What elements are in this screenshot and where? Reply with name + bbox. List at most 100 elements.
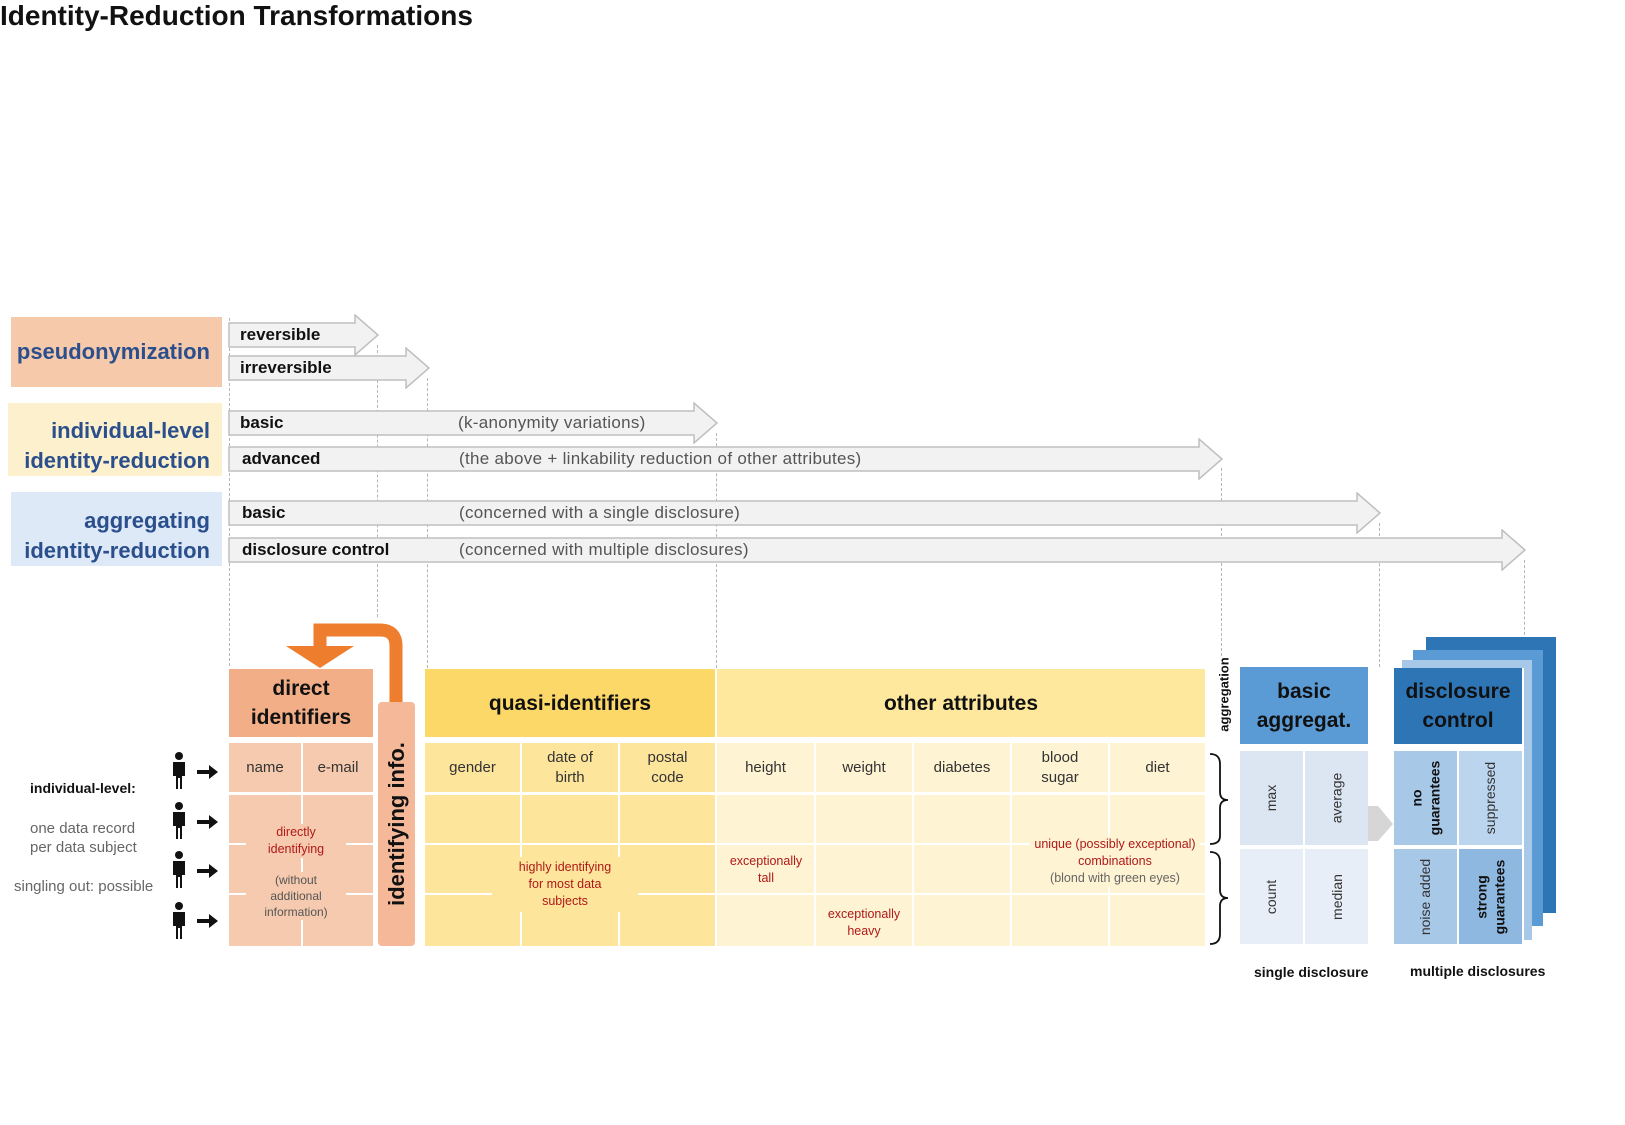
column-divider [912,795,914,946]
note-unique-line3: (blond with green eyes) [1050,871,1180,885]
agg-cell-count: count [1240,849,1303,944]
curved-arrow-icon [286,623,403,704]
column-name-label: name [246,758,284,776]
header-direct-line2: identifiers [250,706,352,729]
guide-line [229,318,230,666]
header-quasi-label: quasi-identifiers [488,691,652,715]
identifying-info-label: identifying info. [383,742,409,906]
dc-strong-guarantees-label: strong guarantees [1473,859,1509,934]
left-line1: one data record [30,820,136,837]
note-directly-identifying: directly identifying [246,824,346,858]
agg-cell-median: median [1305,849,1368,944]
note-exceptionally-tall: exceptionally tall [720,853,812,887]
header-disclosure-control: disclosure control [1394,668,1522,744]
header-dc-line2: control [1422,709,1494,732]
column-weight: weight [816,743,912,792]
dc-strong-line2: guarantees [1491,859,1508,934]
note-highly-identifying: highly identifying for most data subject… [492,857,638,912]
column-dob-line1: date of [547,748,593,766]
dc-strong-line1: strong [1473,874,1490,919]
person-icon [173,752,185,789]
arrow-label-agg-basic: basic [242,503,286,522]
header-other-label: other attributes [883,691,1038,715]
note-unique-line1: unique (possibly exceptional) [1034,837,1196,851]
note-directly-line2: identifying [267,842,325,856]
brace-icon [1209,753,1229,945]
arrow-label-indiv-advanced: advanced [242,449,321,468]
column-postal-code: postal code [620,743,715,792]
header-basic-aggregation: basic aggregat. [1240,667,1368,744]
header-quasi-identifiers: quasi-identifiers [425,669,715,737]
dc-noise-label: noise added [1417,858,1434,935]
column-divider [301,795,303,946]
agg-median-label: median [1328,873,1345,920]
arrow-label-reversible: reversible [240,325,321,344]
note-highly-line3: subjects [542,894,588,908]
guide-line [1379,523,1380,667]
note-exceptionally-heavy: exceptionally heavy [818,906,910,940]
dc-cell-strong-guarantees: strong guarantees [1459,849,1522,944]
right-arrow-icon [197,815,218,829]
agg-max-label: max [1263,784,1280,812]
aggregation-text: aggregation [1216,656,1232,732]
category-individual-line1: individual-level [51,418,210,443]
agg-average-label: average [1328,772,1345,824]
column-email-label: e-mail [317,758,359,776]
left-line2: per data subject [30,839,137,856]
column-diabetes: diabetes [914,743,1010,792]
agg-cell-average: average [1305,751,1368,845]
right-arrow-icon [197,914,218,928]
footer-single-disclosure: single disclosure [1254,964,1369,980]
note-heavy-line2: heavy [847,924,881,938]
left-line3: singling out: possible [14,878,154,895]
page-title: Identity-Reduction Transformations [0,0,473,31]
chevron-right-icon [1368,806,1393,841]
note-heavy-line1: exceptionally [827,907,901,921]
category-aggregating-line2: identity-reduction [24,538,210,563]
category-individual-level: individual-level identity-reduction [8,403,222,476]
header-basic-agg-line2: aggregat. [1256,708,1352,732]
column-dob-line2: birth [555,768,585,786]
column-blood-line1: blood [1041,748,1079,766]
dc-no-line1: no [1408,789,1425,807]
category-pseudonymization: pseudonymization [11,317,222,387]
arrow-note-indiv-advanced: (the above + linkability reduction of ot… [459,449,862,468]
note-without-line1: (without [274,873,318,887]
person-icon [173,902,185,939]
category-aggregating: aggregating identity-reduction [11,492,222,566]
header-direct-identifiers: direct identifiers [229,669,373,737]
range-arrow-indiv-advanced [228,438,1224,480]
guide-line [377,345,378,617]
arrow-label-irreversible: irreversible [240,358,332,377]
column-gender: gender [425,743,520,792]
range-arrow-reversible [228,314,380,356]
arrow-label-disclosure-control: disclosure control [242,540,390,559]
row-divider [425,843,715,845]
column-name: name [229,743,301,792]
note-unique-line2: combinations [1078,854,1152,868]
category-pseudonymization-label: pseudonymization [16,339,210,364]
range-arrow-irreversible [228,347,431,389]
note-tall-line2: tall [758,871,774,885]
row-divider [717,843,1205,845]
column-diabetes-label: diabetes [933,758,991,776]
note-highly-line1: highly identifying [518,860,612,874]
left-heading: individual-level: [30,780,136,796]
row-divider [717,893,1205,895]
identifying-info-bar: identifying info. [378,702,415,946]
column-postal-line1: postal [647,748,688,766]
header-other-attributes: other attributes [717,669,1205,737]
header-dc-line1: disclosure [1405,680,1511,703]
category-aggregating-line1: aggregating [84,508,210,533]
note-unique-combinations: unique (possibly exceptional) combinatio… [1030,836,1200,887]
column-divider [1010,795,1012,946]
column-diet-label: diet [1145,758,1170,776]
column-email: e-mail [303,743,373,792]
guide-line [1524,560,1525,640]
footer-multiple-disclosures: multiple disclosures [1410,963,1546,979]
note-without-line2: additional [270,889,322,903]
column-height-label: height [745,758,786,776]
dc-cell-no-guarantees: no guarantees [1394,751,1457,845]
column-weight-label: weight [842,758,886,776]
range-arrow-indiv-basic [228,402,719,444]
